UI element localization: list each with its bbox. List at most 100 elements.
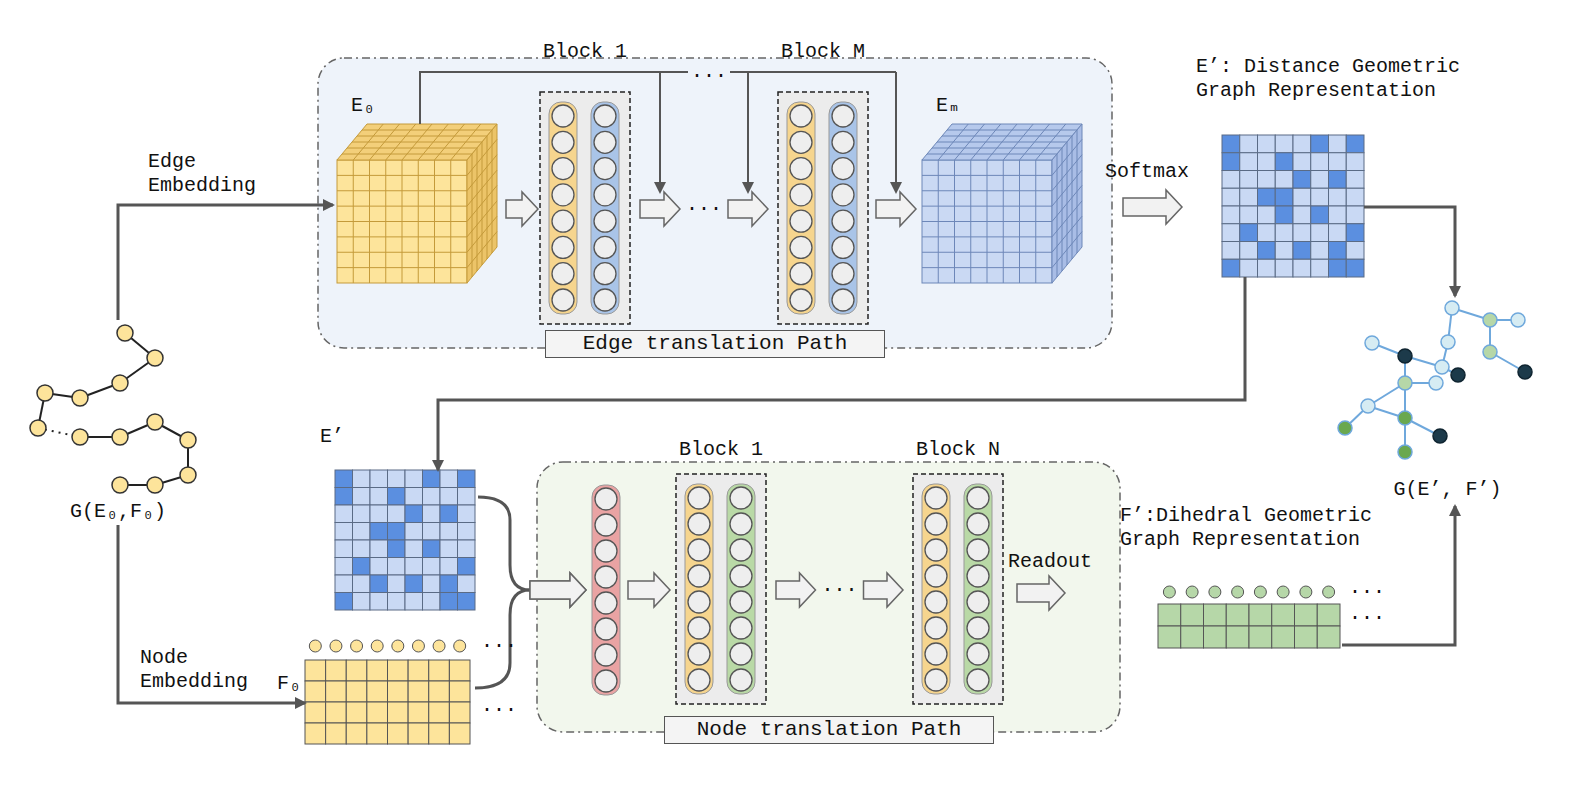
layer-column <box>964 484 992 694</box>
grid-cell <box>1317 626 1340 648</box>
matrix-cell <box>1222 171 1240 189</box>
matrix-cell <box>353 523 371 541</box>
matrix-cell <box>370 488 388 506</box>
grid-line <box>942 136 1072 137</box>
connector <box>1364 207 1455 296</box>
grid-line <box>1019 160 1020 283</box>
matrix-cell <box>1258 171 1276 189</box>
input-edge-tensor: E₀ <box>333 120 498 285</box>
matrix-cell <box>388 505 406 523</box>
connector-line <box>1364 207 1455 296</box>
distance-matrix: E’ <box>335 470 475 610</box>
matrix-cell <box>1258 153 1276 171</box>
graph-node <box>180 467 196 483</box>
matrix-cell <box>1240 224 1258 242</box>
graph-node <box>1445 301 1459 315</box>
matrix-cell <box>335 523 353 541</box>
grid-cell <box>367 723 388 744</box>
matrix-cell <box>335 505 353 523</box>
node-dot <box>433 640 445 652</box>
neuron <box>967 513 989 535</box>
ellipsis-label: ... <box>1346 602 1388 626</box>
grid-line <box>947 130 1077 131</box>
node-dot <box>371 640 383 652</box>
neuron <box>967 565 989 587</box>
node-dot <box>1163 586 1175 598</box>
neuron <box>688 539 710 561</box>
graph-node <box>1435 360 1449 374</box>
node-dot <box>1232 586 1244 598</box>
matrix-cell <box>1258 188 1276 206</box>
matrix-cell <box>1258 224 1276 242</box>
layer-column <box>592 485 620 695</box>
matrix-cell <box>1311 259 1329 277</box>
matrix-cell <box>1258 135 1276 153</box>
neuron <box>595 566 617 588</box>
node-label: E₀ <box>351 94 375 118</box>
grid-line <box>1057 154 1058 277</box>
edge-label: Readout <box>1008 550 1092 574</box>
neuron <box>967 669 989 691</box>
grid-cell <box>367 702 388 723</box>
matrix-cell <box>458 488 476 506</box>
neuron <box>552 289 574 311</box>
block-arrow <box>530 573 586 607</box>
skip-line <box>895 72 897 192</box>
matrix-cell <box>1275 188 1293 206</box>
matrix-cell <box>335 540 353 558</box>
grid-cell <box>449 702 470 723</box>
neuron <box>688 591 710 613</box>
matrix-cell <box>1346 188 1364 206</box>
grid-line <box>927 154 1057 155</box>
matrix-cell <box>370 575 388 593</box>
matrix-cell <box>1293 171 1311 189</box>
grid-cell <box>367 681 388 702</box>
block-arrow <box>640 192 680 226</box>
neuron <box>832 210 854 232</box>
grid-cell <box>408 723 429 744</box>
matrix-cell <box>458 505 476 523</box>
block-arrow <box>728 192 768 226</box>
grid-line <box>1003 160 1004 283</box>
connector <box>1017 576 1065 610</box>
block-arrow <box>776 573 816 607</box>
matrix-cell <box>353 540 371 558</box>
neuron <box>594 131 616 153</box>
neuron <box>925 539 947 561</box>
connector-line <box>118 205 333 320</box>
neuron <box>730 487 752 509</box>
block-arrow <box>876 192 916 226</box>
illustration <box>30 58 1532 744</box>
block-outline <box>913 474 1003 704</box>
matrix-cell <box>423 488 441 506</box>
connector <box>438 277 1245 470</box>
grid-cell <box>429 681 450 702</box>
matrix-cell <box>388 523 406 541</box>
neuron <box>790 184 812 206</box>
neuron <box>832 236 854 258</box>
connector-line <box>478 497 530 590</box>
block-arrow <box>530 573 586 607</box>
node-dot <box>454 640 466 652</box>
grid-cell <box>1317 604 1340 626</box>
grid-cell <box>1181 604 1204 626</box>
connector <box>1123 190 1182 224</box>
matrix-cell <box>1222 224 1240 242</box>
graph-node <box>1338 421 1352 435</box>
grid-cell <box>408 660 429 681</box>
graph-node <box>117 325 133 341</box>
graph-node <box>112 375 128 391</box>
node-label: E’ <box>320 425 344 449</box>
matrix-cell <box>353 505 371 523</box>
node-feature-grid: F₀ <box>305 636 472 748</box>
matrix-cell <box>423 575 441 593</box>
block-outline <box>676 474 766 704</box>
grid-line <box>1035 160 1036 283</box>
skip-line <box>659 72 661 192</box>
output-graph: G(E’, F’) <box>1335 296 1560 506</box>
grid-cell <box>1204 626 1227 648</box>
matrix-cell <box>423 470 441 488</box>
neuron <box>730 565 752 587</box>
graph-node <box>1361 399 1375 413</box>
grid-line <box>1072 136 1073 259</box>
